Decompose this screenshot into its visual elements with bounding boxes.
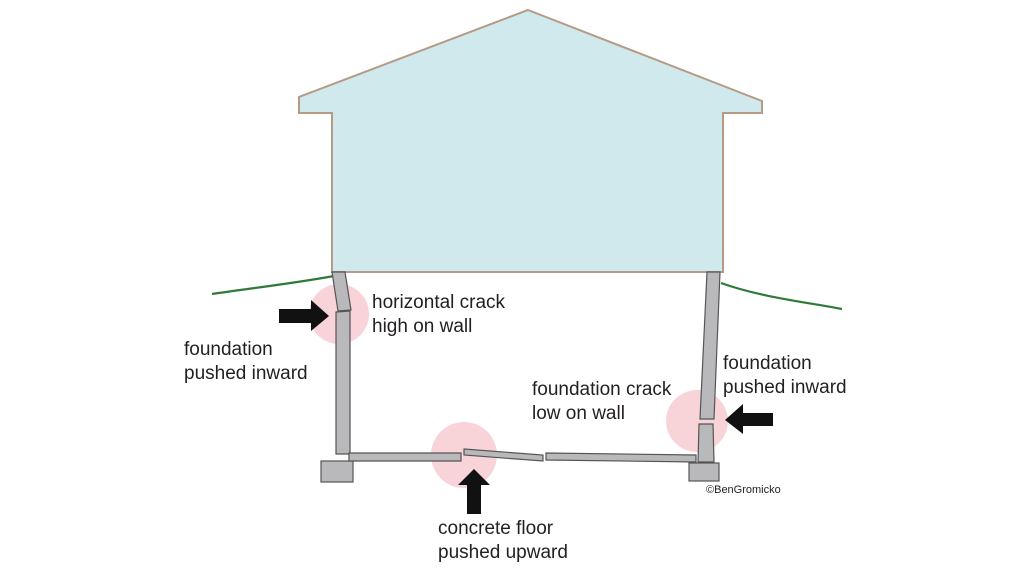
right-wall-lower xyxy=(697,423,715,463)
left-footing xyxy=(320,460,354,483)
floor-slab-left xyxy=(348,452,462,462)
house-body xyxy=(298,8,763,273)
label-left-pushed-inward: foundation pushed inward xyxy=(184,339,308,384)
floor-slab-middle xyxy=(463,448,544,462)
label-right-pushed-inward: foundation pushed inward xyxy=(723,353,847,398)
arrow-up-pointing xyxy=(458,469,490,514)
ground-line-right xyxy=(720,281,843,311)
ground-line-left xyxy=(211,274,335,296)
label-floor-pushed-upward: concrete floor pushed upward xyxy=(438,518,568,563)
left-foundation-wall xyxy=(320,271,354,483)
right-foundation-wall xyxy=(688,271,721,482)
concrete-floor xyxy=(348,448,697,463)
force-arrows xyxy=(279,300,773,514)
arrow-left-pointing xyxy=(725,404,773,434)
copyright-text: ©BenGromicko xyxy=(706,484,781,496)
floor-slab-right xyxy=(545,452,697,463)
label-horizontal-crack: horizontal crack high on wall xyxy=(372,292,506,337)
left-wall-upper xyxy=(331,271,352,312)
left-wall-lower xyxy=(335,310,351,455)
label-low-crack: foundation crack low on wall xyxy=(532,379,672,424)
arrow-right-pointing xyxy=(279,300,329,331)
right-footing xyxy=(688,462,720,482)
highlight-right-crack xyxy=(666,390,728,452)
right-wall-upper xyxy=(699,271,721,420)
